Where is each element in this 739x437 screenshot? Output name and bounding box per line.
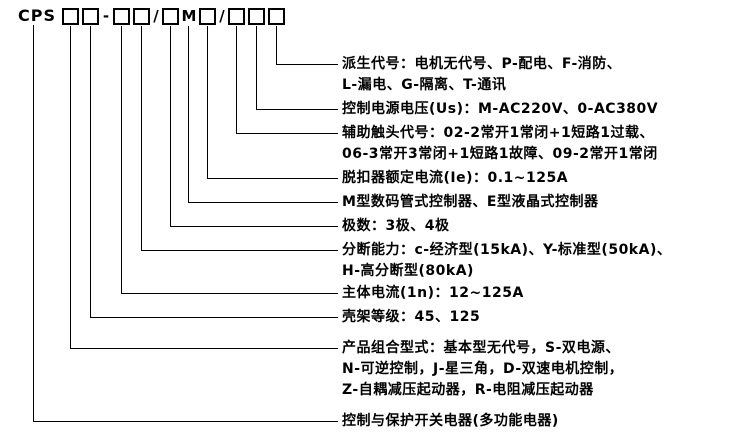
connector-trip-v	[207, 26, 208, 179]
connector-voltage-v	[256, 26, 257, 110]
connector-frame-v	[90, 26, 91, 318]
connector-controller-h	[188, 202, 338, 203]
code-slash-1: /	[153, 7, 159, 25]
connector-aux-h	[236, 133, 338, 134]
connector-breaking-h	[141, 250, 338, 251]
label-pole-count: 极数：3极、4极	[342, 218, 450, 234]
connector-voltage-h	[256, 109, 338, 110]
connector-derived-h	[276, 64, 338, 65]
connector-breaking-v	[141, 26, 142, 251]
connector-poles-v	[170, 26, 171, 227]
label-product-name: 控制与保护开关电器(多功能电器)	[342, 413, 559, 429]
label-aux-contact-code: 辅助触头代号：02-2常开1常闭+1短路1过载、 06-3常开3常闭+1短路1故…	[342, 125, 658, 162]
code-box-breaking	[133, 8, 150, 25]
connector-trip-h	[207, 178, 338, 179]
code-prefix: CPS	[18, 6, 56, 25]
connector-frame-h	[90, 317, 338, 318]
label-breaking-capacity: 分断能力：c-经济型(15kA)、Y-标准型(50kA)、 H-高分断型(80k…	[342, 242, 672, 279]
connector-main-current-h	[121, 293, 338, 294]
code-letter-m: M	[181, 7, 197, 25]
code-box-derived	[268, 8, 285, 25]
label-frame-level: 壳架等级：45、125	[342, 309, 481, 325]
connector-combination-v	[70, 26, 71, 349]
connector-aux-v	[236, 26, 237, 134]
code-box-trip-current	[199, 8, 216, 25]
code-box-combination	[62, 8, 79, 25]
connector-combination-h	[70, 348, 338, 349]
connector-controller-v	[188, 26, 189, 203]
label-product-combination: 产品组合型式：基本型无代号，S-双电源、 N-可逆控制，J-星三角，D-双速电机…	[342, 340, 624, 398]
code-slash-2: /	[219, 7, 225, 25]
code-box-voltage	[248, 8, 265, 25]
code-box-frame	[82, 8, 99, 25]
connector-product-name-v	[33, 25, 34, 422]
label-control-voltage: 控制电源电压(Us)：M-AC220V、0-AC380V	[342, 101, 659, 117]
code-box-aux-contact	[228, 8, 245, 25]
code-dash: -	[102, 7, 110, 25]
label-derived-code: 派生代号：电机无代号、P-配电、F-消防、 L-漏电、G-隔离、T-通讯	[342, 56, 622, 93]
code-box-main-current	[113, 8, 130, 25]
connector-product-name-h	[33, 421, 338, 422]
label-controller-type: M型数码管式控制器、E型液晶式控制器	[342, 194, 599, 210]
connector-poles-h	[170, 226, 338, 227]
connector-main-current-v	[121, 26, 122, 294]
label-trip-current: 脱扣器额定电流(Ie)：0.1~125A	[342, 170, 569, 186]
code-box-poles	[162, 8, 179, 25]
connector-derived-v	[276, 26, 277, 65]
label-main-current: 主体电流(1n)：12~125A	[342, 285, 524, 301]
